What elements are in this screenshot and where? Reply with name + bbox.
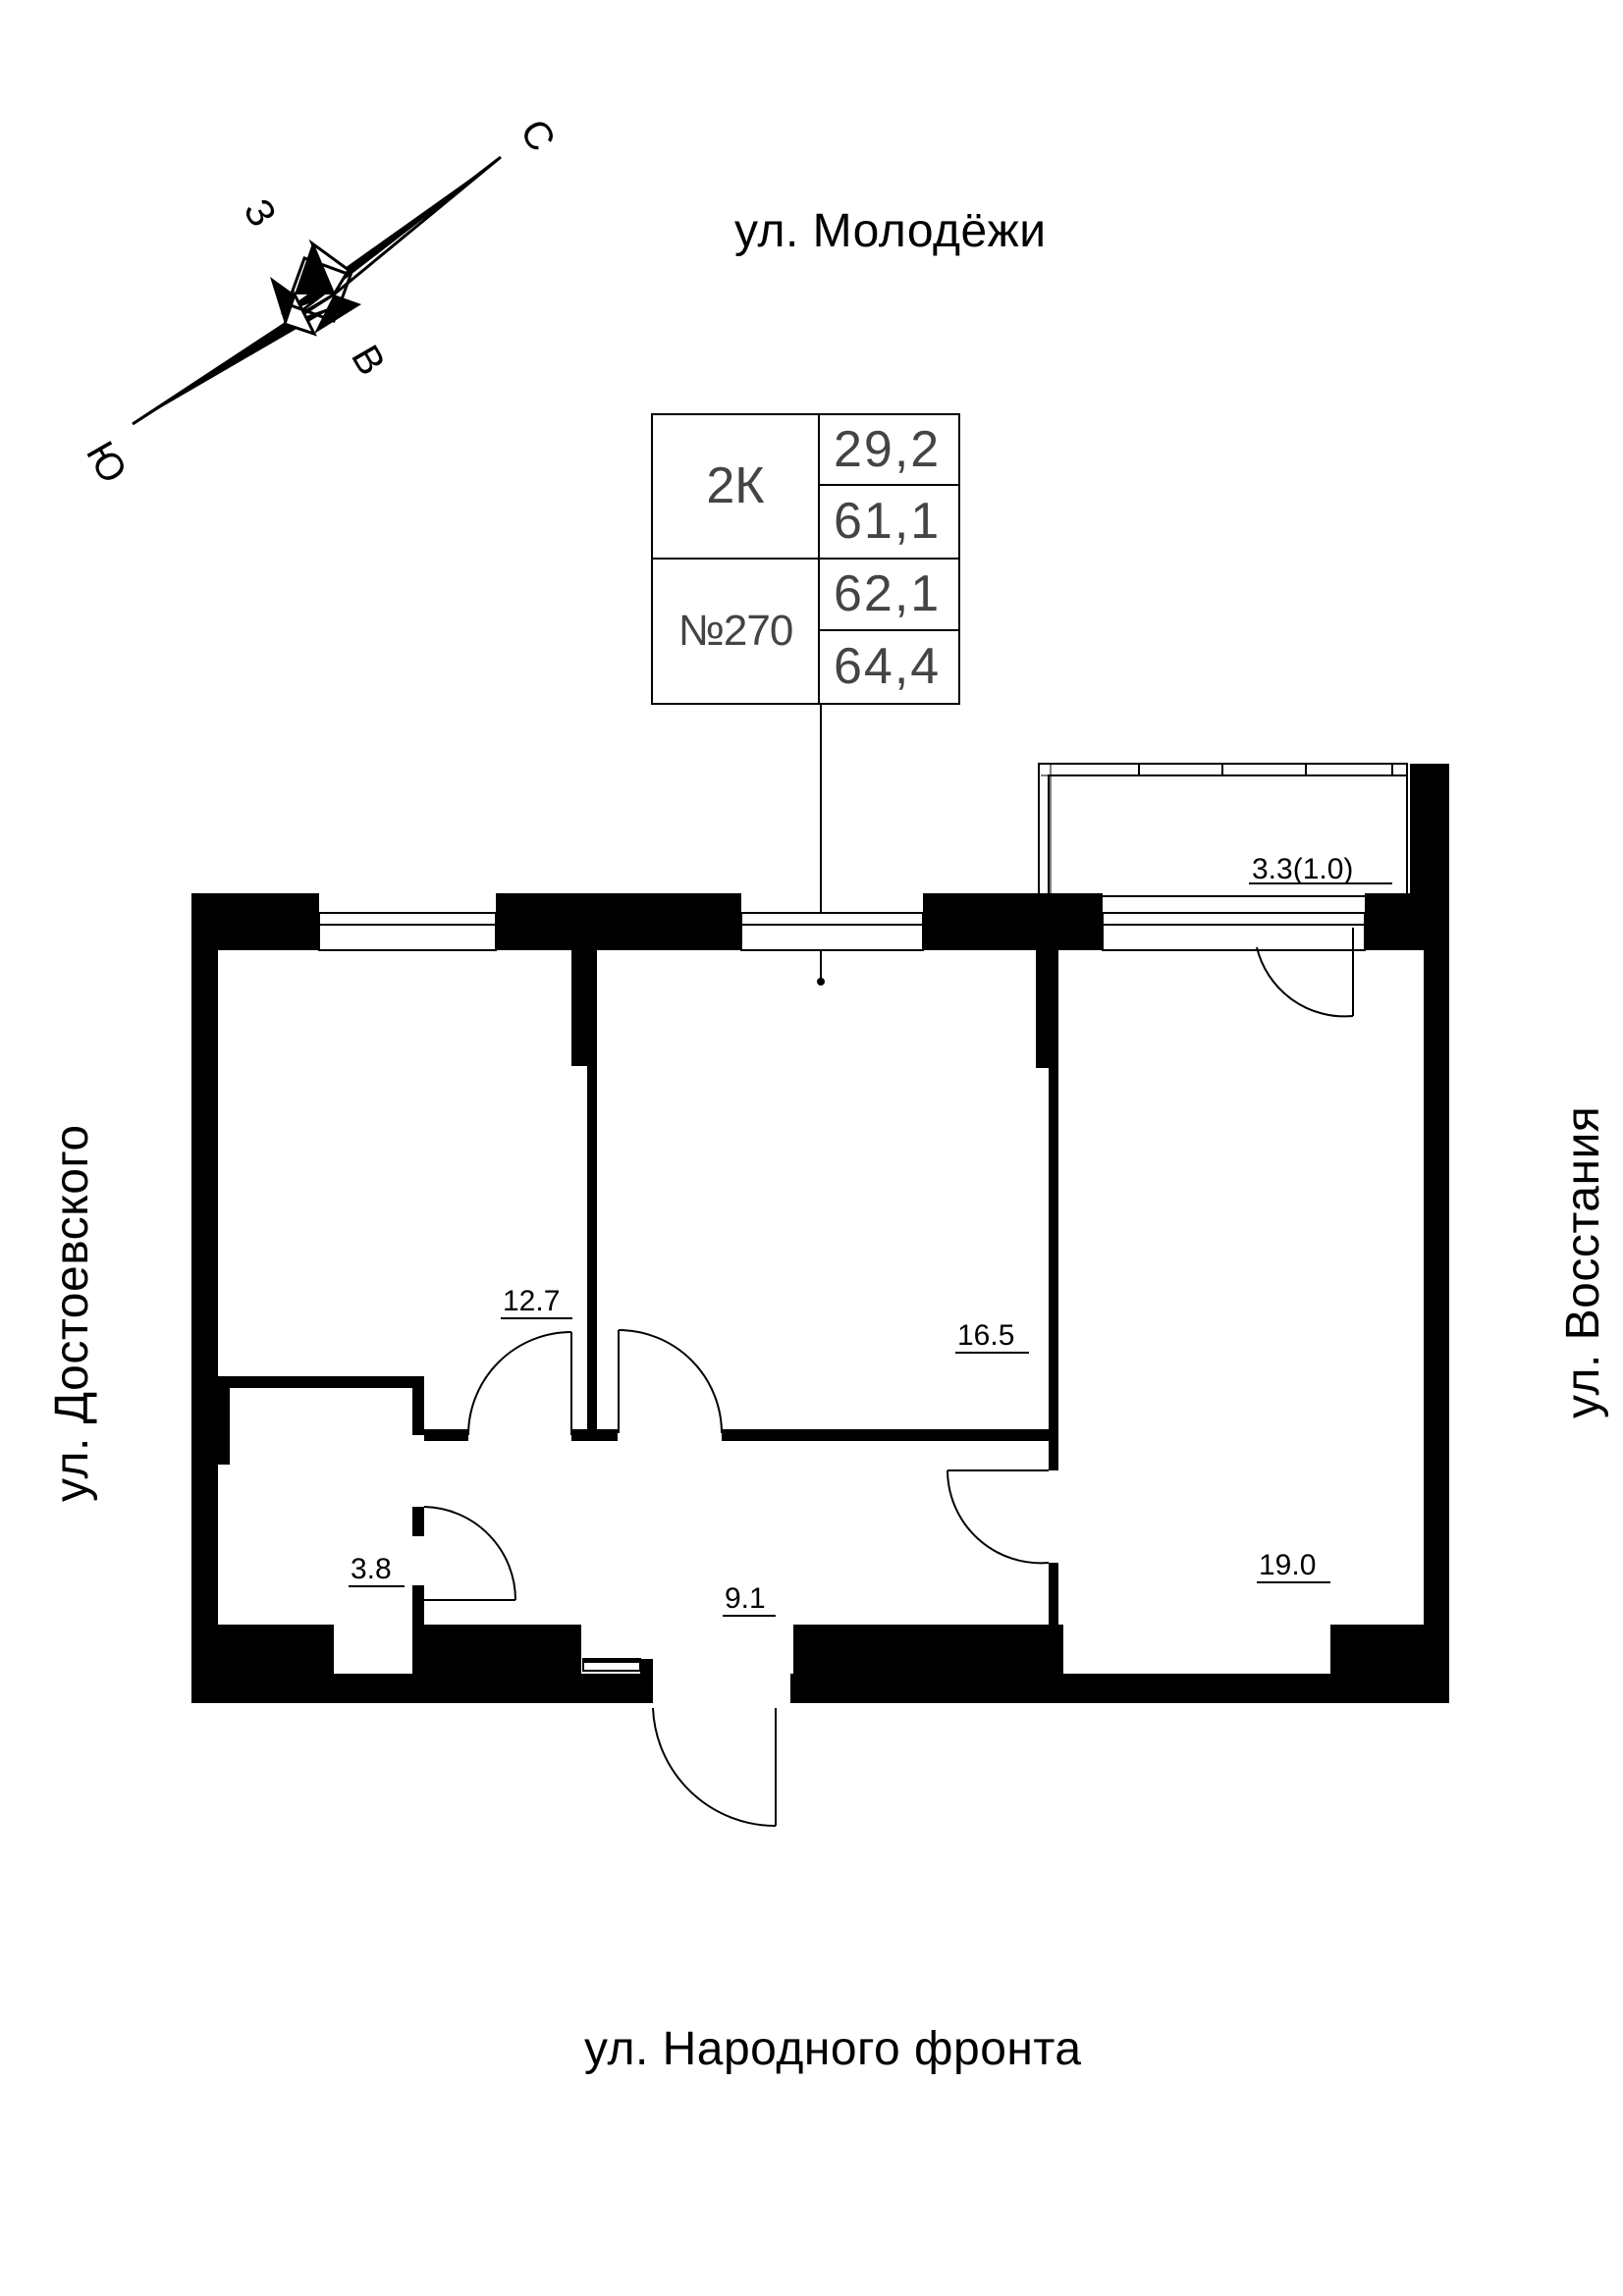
room-left-area: 12.7	[503, 1285, 560, 1317]
apartment-value-3: 62,1	[820, 560, 958, 631]
room-right-area: 19.0	[1259, 1549, 1316, 1581]
compass-north: С	[512, 113, 564, 159]
bathroom-area: 3.8	[351, 1553, 392, 1585]
apartment-type: 2К	[653, 415, 820, 560]
windows	[318, 912, 1366, 951]
apartment-value-1: 29,2	[820, 415, 958, 487]
leader-dot	[817, 978, 825, 986]
interior-walls	[218, 950, 1058, 1674]
exterior-walls	[191, 893, 1449, 1703]
compass-south: Ю	[78, 435, 135, 491]
street-south: ул. Народного фронта	[584, 2023, 1082, 2075]
hall-area: 9.1	[725, 1582, 766, 1615]
doors	[423, 928, 1354, 1828]
street-north: ул. Молодёжи	[734, 205, 1047, 257]
apartment-value-4: 64,4	[834, 638, 942, 696]
apartment-values-upper: 29,2 61,1	[820, 415, 958, 560]
apartment-values-lower: 62,1 64,4	[820, 560, 958, 704]
compass-west: З	[235, 192, 284, 235]
apartment-value-2: 61,1	[834, 493, 942, 551]
apartment-info-table: 2К 29,2 61,1 №270 62,1 64,4	[651, 413, 960, 705]
balcony-area: 3.3(1.0)	[1252, 853, 1353, 885]
compass-east: В	[343, 339, 393, 383]
room-middle-area: 16.5	[957, 1319, 1014, 1352]
apartment-number: №270	[653, 559, 820, 703]
compass-rose-icon: С З В Ю	[78, 113, 564, 491]
